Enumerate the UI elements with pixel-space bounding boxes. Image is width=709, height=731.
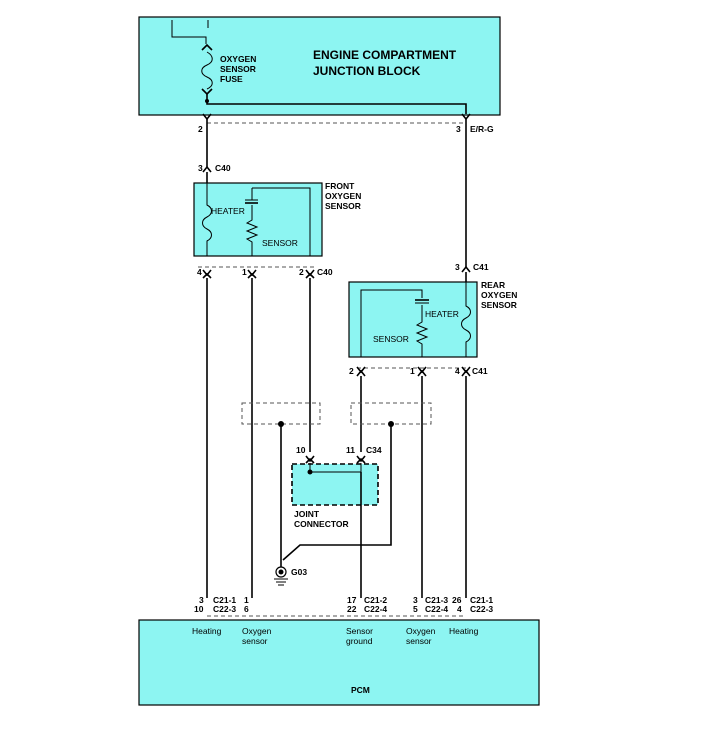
rear-top-connector: C41 (473, 262, 489, 272)
pcm-fn-0-1: Heating (192, 626, 222, 636)
jb-wire-color: E/R-G (470, 124, 494, 134)
pcm-fn-3-2: sensor (406, 636, 432, 646)
rear-oxygen-sensor: 3 C41 REAR OXYGEN SENSOR HEATER SENSOR (348, 262, 517, 358)
joint-pin-a-icon (305, 455, 315, 463)
fuse-label-2: SENSOR (220, 64, 256, 74)
rear-shield-box (350, 402, 432, 425)
pcm-fn-4-1: Heating (449, 626, 479, 636)
front-bottom-connector: C40 (317, 267, 333, 277)
front-top-connector: C40 (215, 163, 231, 173)
pcm-pin-3-top-conn: C21-3 (425, 595, 448, 605)
front-sensor-box (193, 182, 323, 257)
rear-title-3: SENSOR (481, 300, 517, 310)
pcm-pin-2-bottom-conn: C22-4 (364, 604, 387, 614)
pcm-pin-2-top-conn: C21-2 (364, 595, 387, 605)
front-sensor-label: SENSOR (262, 238, 298, 248)
joint-pin-b-icon (356, 455, 366, 463)
pcm-pin-2-bottom: 22 (347, 604, 357, 614)
pcm-fn-2-2: ground (346, 636, 373, 646)
pcm-pin-4-top: 26 (452, 595, 462, 605)
jb-pin-left: 2 (198, 124, 203, 134)
front-title-1: FRONT (325, 181, 355, 191)
front-pin-c: 2 (299, 267, 304, 277)
pcm-pin-3-top: 3 (413, 595, 418, 605)
front-pin-b: 1 (242, 267, 247, 277)
front-pin-a: 4 (197, 267, 202, 277)
pcm-pin-4-bottom-conn: C22-3 (470, 604, 493, 614)
pcm-title: PCM (351, 685, 370, 695)
pcm-box (138, 619, 540, 706)
junction-block: ENGINE COMPARTMENT JUNCTION BLOCK OXYGEN… (138, 16, 501, 116)
front-sensor-resistor-icon (245, 205, 259, 256)
ground-label: G03 (291, 567, 307, 577)
pcm-pin-4-top-conn: C21-1 (470, 595, 493, 605)
pcm-pin-1-bottom: 6 (244, 604, 249, 614)
jb-pin-right: 3 (456, 124, 461, 134)
front-heater-coil-icon (202, 183, 212, 256)
junction-block-title-1: ENGINE COMPARTMENT (313, 48, 457, 62)
junction-block-title-2: JUNCTION BLOCK (313, 64, 421, 78)
rear-pin-c: 4 (455, 366, 460, 376)
pcm-fn-2-1: Sensor (346, 626, 373, 636)
fuse-label-3: FUSE (220, 74, 243, 84)
pcm-pin-0-top-conn: C21-1 (213, 595, 236, 605)
pcm-fn-1-2: sensor (242, 636, 268, 646)
rear-sensor-box (348, 281, 478, 358)
front-shield-box (241, 402, 321, 425)
joint-label-1: JOINT (294, 509, 320, 519)
pcm: Heating Oxygen sensor Sensor ground Oxyg… (138, 619, 540, 706)
fuse-label-1: OXYGEN (220, 54, 256, 64)
rear-pin-b: 1 (410, 366, 415, 376)
pcm-pin-4-bottom: 4 (457, 604, 462, 614)
rear-top-pin-icon (461, 265, 471, 273)
rear-heater-label: HEATER (425, 309, 459, 319)
pcm-pin-0-top: 3 (199, 595, 204, 605)
pcm-pin-2-top: 17 (347, 595, 357, 605)
front-oxygen-sensor: 3 C40 FRONT OXYGEN SENSOR HEATER SENSOR (193, 163, 361, 257)
front-heater-label: HEATER (211, 206, 245, 216)
pcm-pin-0-bottom-conn: C22-3 (213, 604, 236, 614)
front-title-2: OXYGEN (325, 191, 361, 201)
rear-heater-coil-icon (461, 282, 471, 357)
front-top-pin-icon (202, 165, 212, 173)
ground-icon (274, 566, 288, 586)
rear-sensor-label: SENSOR (373, 334, 409, 344)
joint-connector-box (291, 463, 379, 506)
rear-sensor-resistor-icon (415, 305, 429, 357)
joint-connector-id: C34 (366, 445, 382, 455)
rear-top-pin: 3 (455, 262, 460, 272)
pcm-fn-3-1: Oxygen (406, 626, 436, 636)
rear-bottom-connector: C41 (472, 366, 488, 376)
joint-pin-b: 11 (346, 445, 355, 455)
joint-pin-a: 10 (296, 445, 306, 455)
junction-block-box (138, 16, 501, 116)
rear-title-2: OXYGEN (481, 290, 517, 300)
front-top-pin: 3 (198, 163, 203, 173)
pcm-pin-1-top: 1 (244, 595, 249, 605)
pcm-pin-3-bottom-conn: C22-4 (425, 604, 448, 614)
pcm-pin-3-bottom: 5 (413, 604, 418, 614)
joint-connector: 10 11 C34 JOINT CONNECTOR (291, 445, 382, 598)
pcm-pin-0-bottom: 10 (194, 604, 204, 614)
front-title-3: SENSOR (325, 201, 361, 211)
joint-label-2: CONNECTOR (294, 519, 349, 529)
rear-pin-a: 2 (349, 366, 354, 376)
pcm-fn-1-1: Oxygen (242, 626, 272, 636)
rear-title-1: REAR (481, 280, 505, 290)
